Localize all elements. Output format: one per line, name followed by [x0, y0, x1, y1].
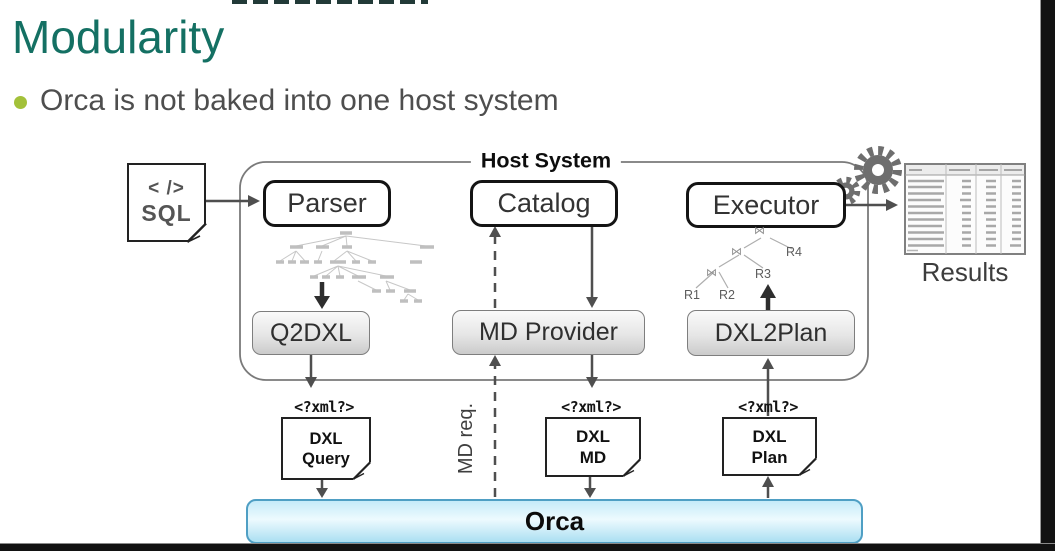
- dxl-plan-line1: DXL: [752, 426, 787, 446]
- executor-box: Executor: [686, 182, 846, 228]
- dxl-md-line1: DXL: [576, 427, 610, 446]
- dxl-md-line2: MD: [579, 448, 607, 467]
- results-table-icon: [904, 163, 1026, 255]
- dxl-plan-line2: Plan: [751, 447, 788, 467]
- xml-tag-query: <?xml?>: [294, 398, 354, 416]
- orca-label: Orca: [524, 506, 585, 536]
- folded-corner: [353, 462, 372, 481]
- folded-corner: [799, 458, 818, 477]
- md-provider-box: MD Provider: [452, 310, 645, 355]
- dxl2plan-box: DXL2Plan: [687, 310, 855, 356]
- folded-corner: [186, 222, 207, 243]
- dxl-query-document-icon: DXL Query: [281, 417, 372, 481]
- plan-tree-r2: R2: [719, 288, 735, 302]
- catalog-box: Catalog: [470, 180, 618, 227]
- dxl-md-document-icon: DXL MD: [545, 417, 642, 478]
- dxl-query-line2: Query: [302, 449, 350, 468]
- plan-tree-image: [695, 237, 793, 289]
- page-title: Modularity: [12, 11, 225, 63]
- folded-corner: [623, 459, 642, 478]
- window-edge-right: [1040, 0, 1055, 551]
- host-system-label: Host System: [470, 148, 622, 174]
- parse-tree-image: [276, 231, 434, 303]
- md-request-dashed-arrow: [489, 226, 501, 497]
- sql-document-icon: < /> SQL: [127, 163, 207, 243]
- plan-tree-join-mid: ⋈: [731, 246, 742, 258]
- xml-tag-plan: <?xml?>: [738, 398, 798, 416]
- dxl-query-line1: DXL: [309, 429, 343, 448]
- window-edge-bottom: [0, 543, 1055, 551]
- sql-doc-code-glyph: < />: [148, 178, 185, 199]
- sql-doc-label: SQL: [141, 200, 192, 226]
- plan-tree-r1: R1: [684, 288, 700, 302]
- xml-tag-md: <?xml?>: [561, 398, 621, 416]
- q2dxl-box: Q2DXL: [252, 311, 370, 355]
- plan-tree-join-top: ⋈: [754, 225, 765, 237]
- results-label: Results: [921, 257, 1009, 287]
- md-req-label: MD req.: [454, 403, 477, 475]
- parser-box: Parser: [263, 180, 391, 227]
- plan-tree-r3: R3: [755, 267, 771, 281]
- orca-bar: Orca: [246, 499, 863, 544]
- dxl-plan-document-icon: DXL Plan: [722, 417, 818, 477]
- plan-tree-join-low: ⋈: [706, 267, 717, 279]
- plan-tree-r4: R4: [786, 245, 802, 259]
- gears-icon: [831, 146, 902, 206]
- bullet-dot: [14, 96, 27, 109]
- bullet-text: Orca is not baked into one host system: [40, 84, 559, 117]
- clipped-header-text: [232, 0, 428, 4]
